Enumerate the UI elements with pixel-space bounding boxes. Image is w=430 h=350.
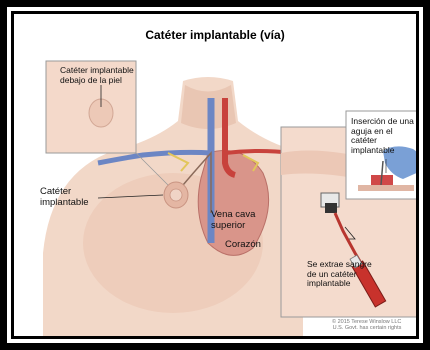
label-heart: Corazón — [225, 240, 261, 251]
port-center — [170, 189, 182, 201]
label-catheter: Catéter implantable — [40, 187, 89, 208]
label-catheter-line-2: implantable — [40, 198, 89, 209]
label-vena-cava-line-2: superior — [211, 221, 255, 232]
label-blood-line-3: implantable — [307, 279, 372, 289]
copyright-line-2: U.S. Govt. has certain rights — [332, 325, 401, 331]
label-needle-line-4: implantable — [351, 146, 414, 156]
label-catheter-line-1: Catéter — [40, 187, 89, 198]
needle-base — [358, 185, 414, 191]
port-dark-cap — [325, 203, 337, 213]
anatomy-illustration — [11, 11, 419, 339]
label-inset-skin-line-2: debajo de la piel — [60, 76, 134, 86]
label-vena-cava: Vena cava superior — [211, 210, 255, 231]
page-title: Catéter implantable (vía) — [14, 28, 416, 42]
label-vena-cava-line-1: Vena cava — [211, 210, 255, 221]
label-needle: Inserción de una aguja en el catéter imp… — [351, 117, 414, 155]
illustration-panel: Catéter implantable (vía) Catéter implan… — [11, 11, 419, 339]
copyright: © 2015 Terese Winslow LLC U.S. Govt. has… — [332, 319, 401, 331]
label-blood: Se extrae sangre de un catéter implantab… — [307, 260, 372, 289]
label-inset-skin: Catéter implantable debajo de la piel — [60, 66, 134, 85]
